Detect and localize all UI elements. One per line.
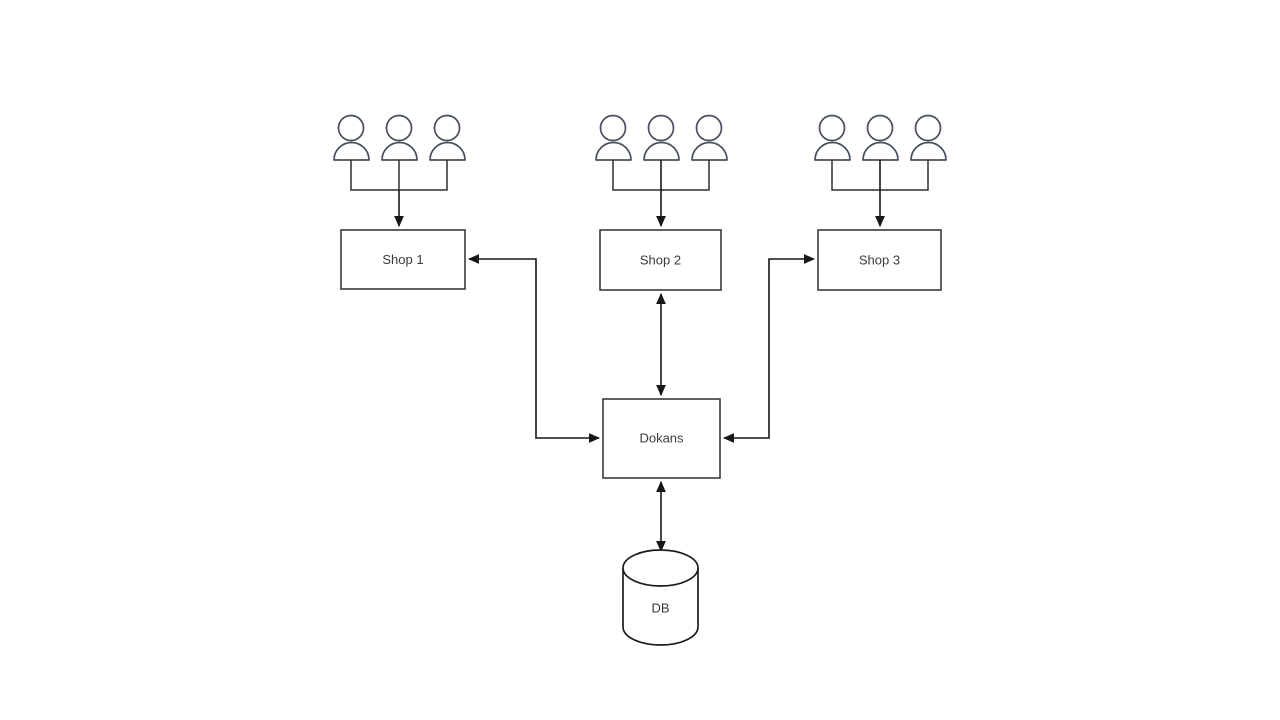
dokans-label: Dokans bbox=[639, 430, 684, 445]
edge-shop3-dokans bbox=[722, 254, 816, 443]
person-icon bbox=[333, 114, 370, 161]
db-label: DB bbox=[651, 600, 669, 615]
person-icon bbox=[429, 114, 466, 161]
shop2-box[interactable] bbox=[599, 229, 722, 291]
node-db[interactable]: DB bbox=[622, 549, 699, 646]
users-group-shop-1 bbox=[333, 114, 466, 228]
node-shop1[interactable]: Shop 1 bbox=[340, 229, 466, 290]
shop1-label: Shop 1 bbox=[382, 252, 423, 267]
node-shop2[interactable]: Shop 2 bbox=[599, 229, 722, 291]
db-cylinder-top[interactable] bbox=[622, 549, 699, 587]
person-icon bbox=[910, 114, 947, 161]
dokans-box[interactable] bbox=[602, 398, 721, 479]
person-icon bbox=[381, 114, 418, 161]
node-dokans[interactable]: Dokans bbox=[602, 398, 721, 479]
users-group-shop-2 bbox=[595, 114, 728, 228]
users-group-shop-3 bbox=[814, 114, 947, 228]
shop1-box[interactable] bbox=[340, 229, 466, 290]
node-shop3[interactable]: Shop 3 bbox=[817, 229, 942, 291]
shop3-box[interactable] bbox=[817, 229, 942, 291]
edge-shop1-dokans bbox=[467, 254, 601, 443]
shop3-label: Shop 3 bbox=[859, 252, 900, 267]
person-icon bbox=[691, 114, 728, 161]
person-icon bbox=[595, 114, 632, 161]
shop2-label: Shop 2 bbox=[640, 252, 681, 267]
person-icon bbox=[862, 114, 899, 161]
person-icon bbox=[643, 114, 680, 161]
db-cylinder-body[interactable] bbox=[622, 568, 699, 646]
person-icon bbox=[814, 114, 851, 161]
